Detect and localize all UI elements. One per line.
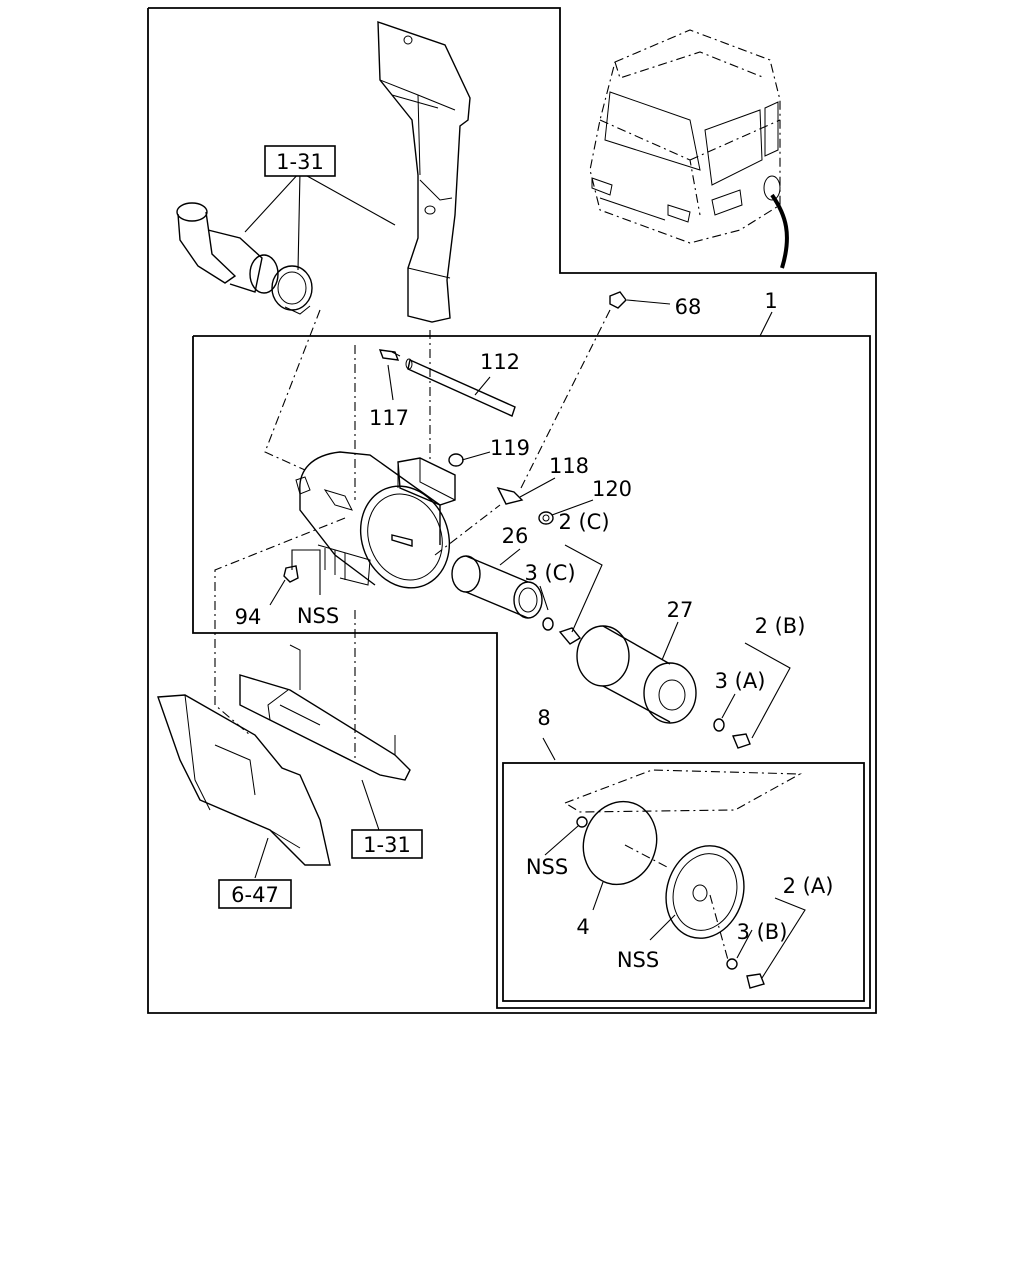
callout-nss-bracket: NSS xyxy=(297,604,339,628)
reference-box-6-47: 6-47 xyxy=(218,879,292,909)
callout-3b: 3 (B) xyxy=(737,920,788,944)
callout-3a: 3 (A) xyxy=(715,669,766,693)
callout-3c: 3 (C) xyxy=(524,561,575,585)
reference-box-1-31-bottom: 1-31 xyxy=(351,829,423,859)
callout-117: 117 xyxy=(369,406,409,430)
callout-nss-seal: NSS xyxy=(526,855,568,879)
callout-119: 119 xyxy=(490,436,530,460)
alignment-lines xyxy=(214,309,803,961)
reference-box-1-31-top: 1-31 xyxy=(264,145,336,177)
ref-label: 6-47 xyxy=(231,883,279,907)
callout-nss-cover: NSS xyxy=(617,948,659,972)
mounting-bracket-and-fender xyxy=(157,644,411,866)
leader-lines xyxy=(244,171,806,979)
ref-label: 1-31 xyxy=(363,833,411,857)
ref-label: 1-31 xyxy=(276,150,324,174)
callout-2b: 2 (B) xyxy=(755,614,806,638)
seal-and-cover-subassembly xyxy=(576,800,765,989)
callout-4: 4 xyxy=(576,915,589,939)
intake-hose-assembly xyxy=(176,202,313,315)
air-cleaner-housing xyxy=(295,451,456,589)
callout-8: 8 xyxy=(537,706,550,730)
callout-94: 94 xyxy=(235,605,262,629)
callout-27: 27 xyxy=(667,598,694,622)
truck-cab-illustration xyxy=(589,29,789,269)
callout-26: 26 xyxy=(502,524,529,548)
callout-112: 112 xyxy=(480,350,520,374)
callout-2c: 2 (C) xyxy=(558,510,609,534)
callout-1: 1 xyxy=(764,289,777,313)
callout-120: 120 xyxy=(592,477,632,501)
filter-elements xyxy=(451,555,751,749)
part-callouts: 1 68 112 117 119 118 120 2 (C) 26 3 (C) … xyxy=(235,289,834,972)
diagram-frames xyxy=(147,7,877,1014)
snorkel-intake-duct xyxy=(377,21,471,323)
callout-118: 118 xyxy=(549,454,589,478)
callout-68: 68 xyxy=(675,295,702,319)
callout-2a: 2 (A) xyxy=(783,874,834,898)
